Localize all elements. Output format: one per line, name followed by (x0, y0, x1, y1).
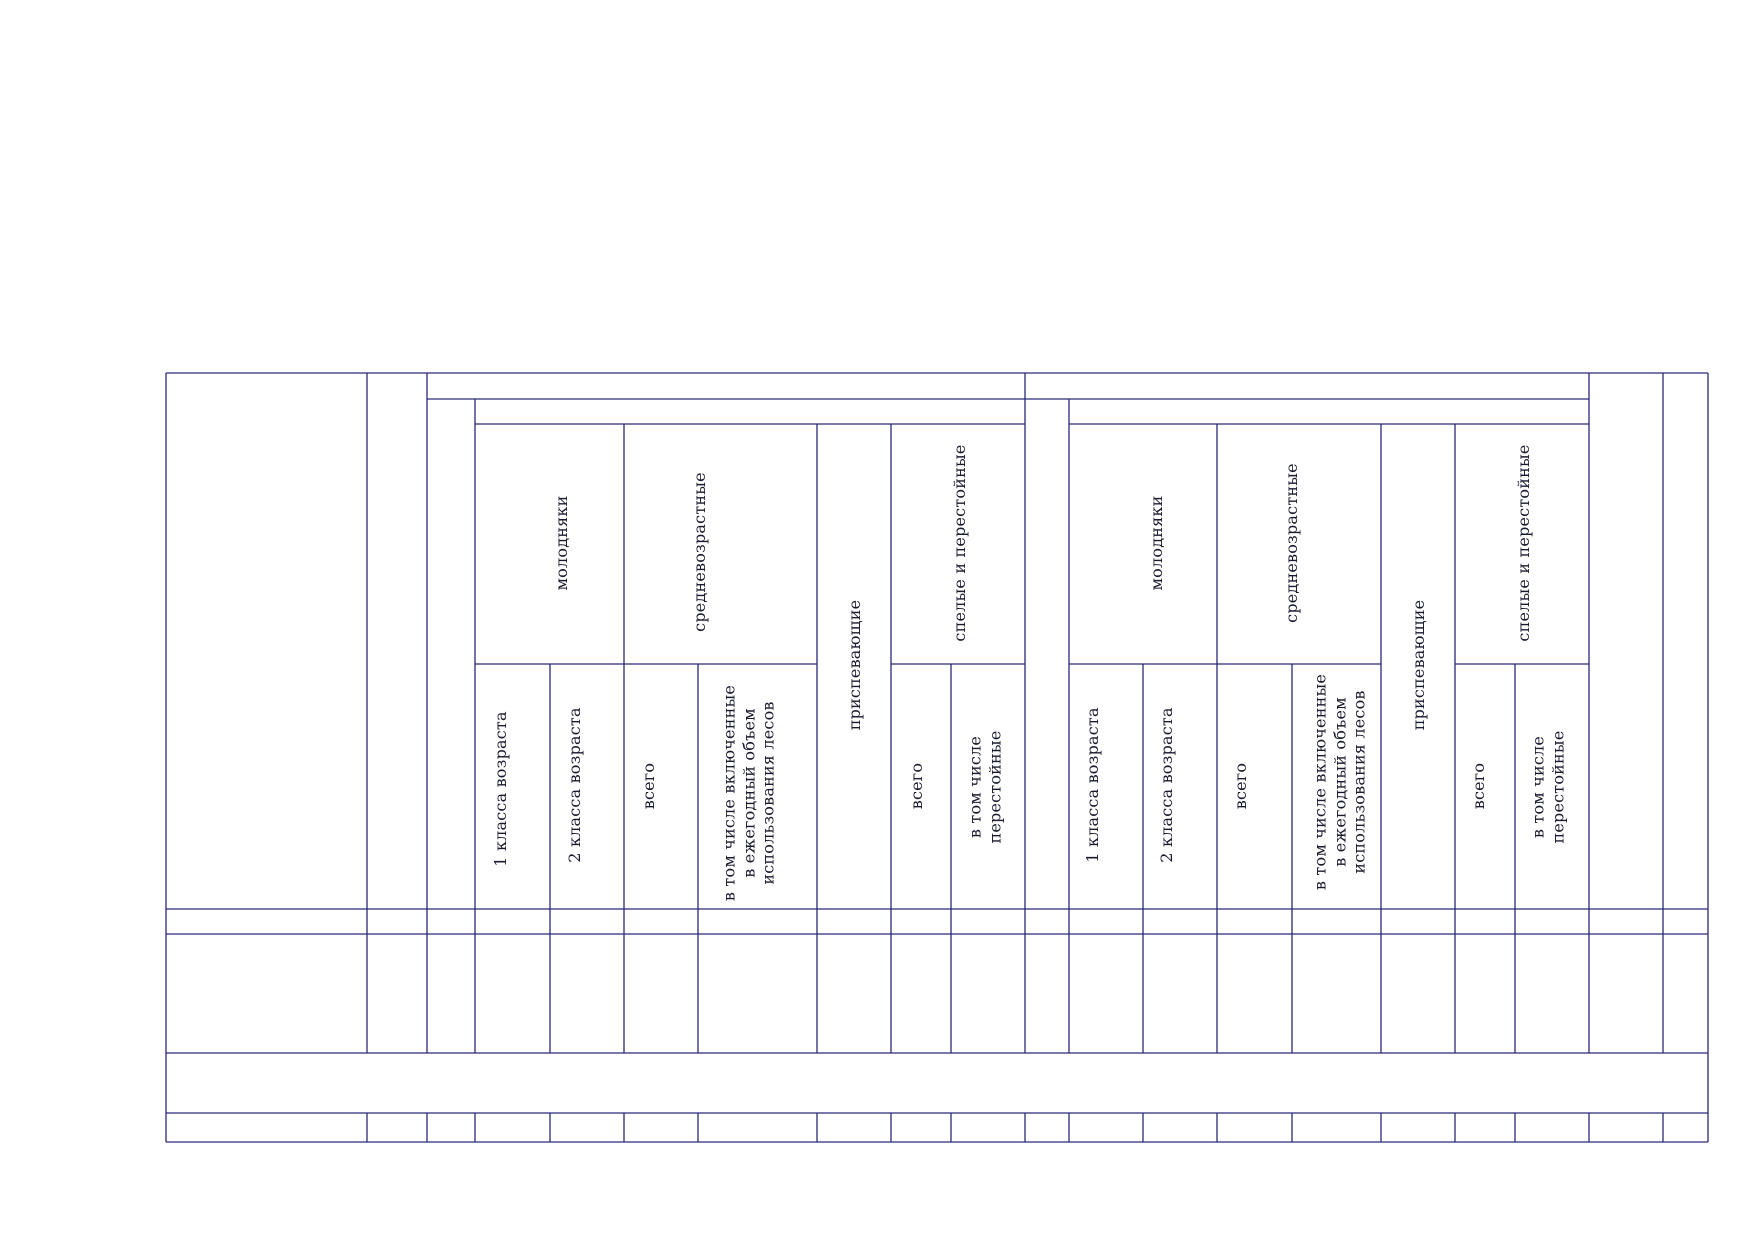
header-vsego-sred-left: всего (639, 762, 659, 810)
header-srednevozrastnye-left: средневозрастные (690, 472, 710, 632)
header-vsego-sred-right: всего (1231, 762, 1251, 810)
header-class2-left: 2 класса возраста (565, 707, 585, 863)
header-prispevayushchie-left: приспевающие (845, 599, 865, 731)
header-class1-left: 1 класса возраста (491, 711, 511, 867)
header-prispevayushchie-right: приспевающие (1409, 599, 1429, 731)
header-vsego-spel-left: всего (907, 762, 927, 810)
header-vsego-spel-right: всего (1469, 762, 1489, 810)
header-class2-right: 2 класса возраста (1157, 707, 1177, 863)
header-molodnyaki-left: молодняки (552, 495, 572, 591)
header-srednevozrastnye-right: средневозрастные (1282, 463, 1302, 623)
header-included-right: в том числе включенные в ежегодный объем… (1310, 673, 1369, 891)
header-class1-right: 1 класса возраста (1083, 707, 1103, 863)
header-spelye-left: спелые и перестойные (950, 444, 970, 642)
header-spelye-right: спелые и перестойные (1514, 444, 1534, 642)
header-molodnyaki-right: молодняки (1147, 495, 1167, 591)
header-perestoinye-left: в том числе перестойные (965, 730, 1004, 844)
header-included-left: в том числе включенные в ежегодный объем… (719, 684, 778, 902)
header-perestoinye-right: в том числе перестойные (1528, 730, 1567, 844)
